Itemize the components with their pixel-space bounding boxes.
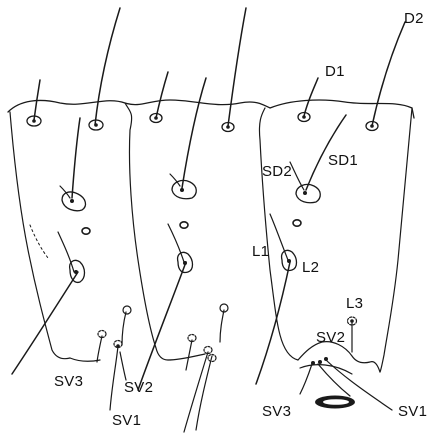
label-sd2: SD2 xyxy=(262,163,292,180)
socket-s3-d1 xyxy=(302,115,306,119)
seta-s2-sv3 xyxy=(186,340,192,370)
seta-s3-d2 xyxy=(372,22,405,126)
socket-s3-l xyxy=(287,259,291,263)
seta-s1-sv1 xyxy=(110,346,118,410)
label-l1: L1 xyxy=(252,243,269,260)
label-sv1-right: SV1 xyxy=(398,403,427,420)
ventral-margin-mid xyxy=(168,354,205,360)
socket-s1-sv1 xyxy=(116,344,120,348)
socket-s2-d2 xyxy=(226,125,230,129)
seta-s1-sv3 xyxy=(97,336,102,362)
seta-s3-sv2 xyxy=(318,364,350,396)
seta-s3-d1 xyxy=(304,78,318,116)
seta-s1-d2 xyxy=(95,8,120,125)
seta-s2-sd2 xyxy=(170,174,180,186)
pinacula xyxy=(27,113,378,409)
socket-s3-d2 xyxy=(370,124,374,128)
socket-s3-sd xyxy=(303,191,307,195)
socket-s2-sd xyxy=(180,188,184,192)
pinaculum-s2-sd xyxy=(172,180,196,198)
seta-s3-l1 xyxy=(270,214,288,260)
socket-s2-d1 xyxy=(154,116,158,120)
segment-outlines xyxy=(8,100,414,374)
socket-s1-l xyxy=(74,270,78,274)
socket-s1-sd xyxy=(70,199,74,203)
label-sv3-left: SV3 xyxy=(54,373,83,390)
segment-boundary-2-3 xyxy=(259,108,298,360)
spiracle-s1 xyxy=(82,228,90,234)
segment-boundary-1-2 xyxy=(125,103,168,360)
label-sv2-right: SV2 xyxy=(316,329,345,346)
socket-s3-sv3 xyxy=(311,361,315,365)
seta-s3-sv3 xyxy=(300,364,312,394)
socket-s1-d1 xyxy=(32,119,36,123)
seta-s2-l2 xyxy=(138,262,186,390)
right-margin xyxy=(380,108,412,372)
spiracle-s2 xyxy=(180,222,188,228)
ventral-margin-left xyxy=(70,358,100,361)
socket-s1-d2 xyxy=(94,123,98,127)
seta-s3-l2 xyxy=(256,262,290,384)
socket-s2-l xyxy=(183,261,187,265)
dorsal-margin xyxy=(8,100,414,118)
seta-s1-l1 xyxy=(58,232,74,272)
label-l3: L3 xyxy=(346,295,363,312)
pinaculum-s1-l3 xyxy=(123,306,131,314)
label-sd1: SD1 xyxy=(328,152,358,169)
seta-s2-sd1 xyxy=(182,78,206,188)
seta-s1-sv2 xyxy=(120,352,126,380)
pinaculum-s3-sd xyxy=(296,184,320,202)
setae xyxy=(12,8,405,432)
seta-s2-l1 xyxy=(168,224,184,262)
segment-1-left-dotted xyxy=(30,225,48,258)
label-l2: L2 xyxy=(302,259,319,276)
label-sv1-left: SV1 xyxy=(112,412,141,429)
socket-s3-sv2 xyxy=(318,360,322,364)
label-sv2-left: SV2 xyxy=(124,379,153,396)
label-d1: D1 xyxy=(325,63,345,80)
seta-s1-sd1 xyxy=(72,118,80,198)
proleg-crochet-inner xyxy=(323,399,349,405)
seta-s2-d1 xyxy=(156,72,168,118)
socket-s3-l3 xyxy=(350,319,354,323)
seta-s2-sv2 xyxy=(196,356,212,430)
socket-s3-sv1 xyxy=(324,357,328,361)
seta-labels: D2 D1 SD2 SD1 L1 L2 L3 SV2 SV3 SV1 SV3 S… xyxy=(54,10,427,429)
seta-s1-l3 xyxy=(122,312,126,345)
label-d2: D2 xyxy=(404,10,424,27)
spiracle-s3 xyxy=(293,220,301,226)
segment-1-left-edge xyxy=(10,112,70,359)
label-sv3-right: SV3 xyxy=(262,403,291,420)
seta-s2-d2 xyxy=(228,8,246,126)
seta-s2-l3 xyxy=(220,310,224,342)
